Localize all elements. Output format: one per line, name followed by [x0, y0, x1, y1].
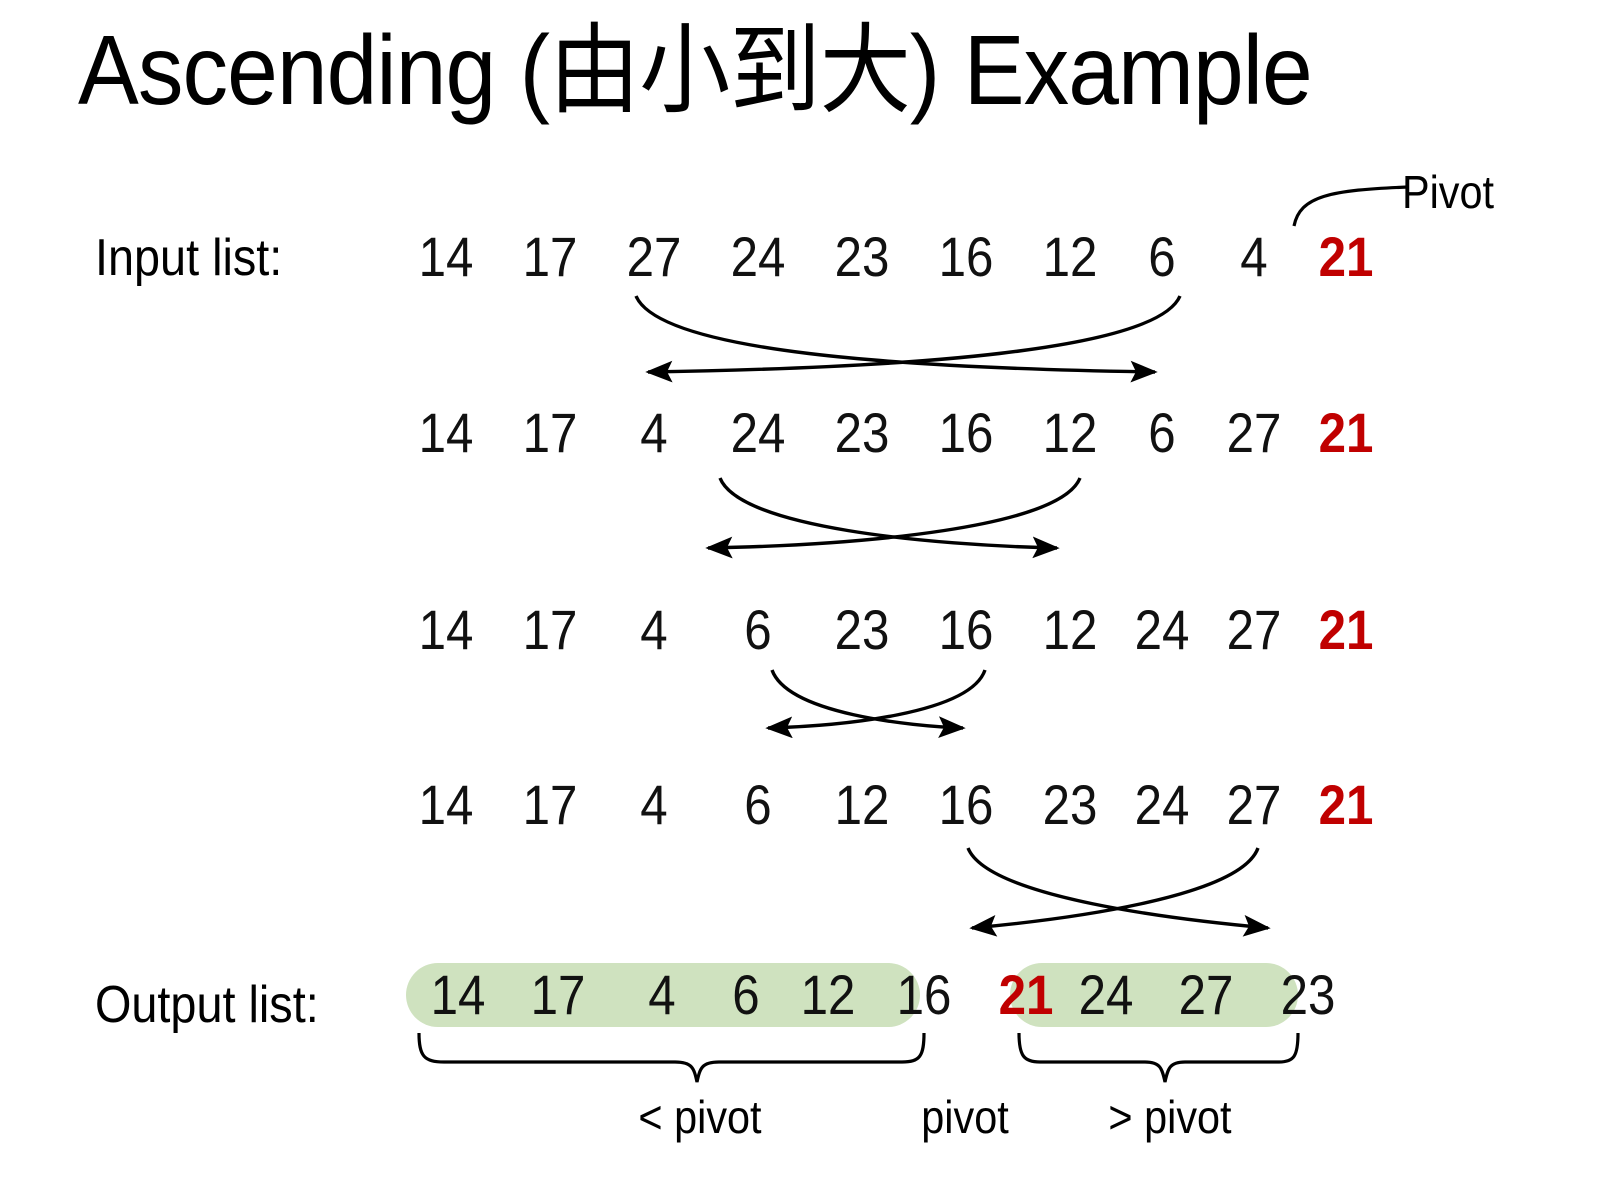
output-left-value: 4 [648, 963, 676, 1026]
list-value: 27 [1226, 401, 1282, 464]
list-value: 27 [626, 225, 682, 288]
list-value: 23 [834, 598, 890, 661]
list-value: 17 [522, 598, 578, 661]
list-value: 6 [744, 773, 772, 836]
list-value: 12 [1042, 401, 1098, 464]
caption-less-than-pivot: < pivot [638, 1091, 762, 1143]
list-value: 23 [1042, 773, 1098, 836]
swap-arrow-2-right [718, 477, 1060, 559]
output-pivot-value: 21 [998, 963, 1054, 1026]
list-value: 23 [834, 225, 890, 288]
list-value: 17 [522, 401, 578, 464]
list-value: 27 [1226, 773, 1282, 836]
caption-pivot: pivot [921, 1091, 1009, 1143]
swap-arrow-3-right [770, 669, 966, 738]
caption-greater-than-pivot: > pivot [1108, 1091, 1232, 1143]
list-value: 14 [418, 773, 474, 836]
list-value: 4 [640, 598, 668, 661]
list-value: 14 [418, 225, 474, 288]
swap-arrow-1-left [645, 295, 1182, 383]
swap-arrow-4-left [969, 847, 1260, 937]
output-list-label: Output list: [95, 976, 319, 1034]
pivot-leader-line [1292, 185, 1409, 227]
output-left-value: 16 [896, 963, 952, 1026]
list-value: 12 [1042, 225, 1098, 288]
list-value: 14 [418, 401, 474, 464]
list-value: 24 [1134, 773, 1190, 836]
brace-less-than-pivot [417, 1032, 926, 1083]
output-left-value: 12 [800, 963, 856, 1026]
pivot-callout-label: Pivot [1402, 166, 1495, 218]
output-right-value: 27 [1178, 963, 1234, 1026]
list-value: 27 [1226, 598, 1282, 661]
list-value: 16 [938, 773, 994, 836]
list-value: 16 [938, 401, 994, 464]
list-value: 23 [834, 401, 890, 464]
input-list-label: Input list: [95, 229, 283, 287]
pivot-value: 21 [1318, 773, 1374, 836]
brace-greater-than-pivot [1017, 1032, 1300, 1083]
page-title: Ascending (由小到大) Example [78, 15, 1313, 125]
list-value: 4 [640, 401, 668, 464]
output-left-group-highlight [406, 963, 920, 1027]
output-right-group-highlight [1010, 963, 1298, 1027]
swap-arrow-2-left [705, 477, 1082, 559]
pivot-value: 21 [1318, 598, 1374, 661]
output-right-value: 23 [1280, 963, 1336, 1026]
list-value: 14 [418, 598, 474, 661]
list-value: 16 [938, 225, 994, 288]
list-value: 24 [1134, 598, 1190, 661]
list-value: 4 [1240, 225, 1268, 288]
swap-arrow-4-right [966, 847, 1271, 937]
output-right-value: 24 [1078, 963, 1134, 1026]
swap-arrow-3-left [765, 669, 987, 739]
pivot-value: 21 [1318, 401, 1374, 464]
list-value: 17 [522, 773, 578, 836]
list-value: 12 [1042, 598, 1098, 661]
list-value: 24 [730, 401, 786, 464]
list-value: 6 [744, 598, 772, 661]
output-left-value: 17 [530, 963, 586, 1026]
swap-arrow-1-right [634, 295, 1158, 383]
list-value: 17 [522, 225, 578, 288]
list-value: 6 [1148, 401, 1176, 464]
list-value: 24 [730, 225, 786, 288]
list-value: 4 [640, 773, 668, 836]
list-value: 16 [938, 598, 994, 661]
list-value: 12 [834, 773, 890, 836]
output-left-value: 6 [732, 963, 760, 1026]
pivot-value: 21 [1318, 225, 1374, 288]
list-value: 6 [1148, 225, 1176, 288]
output-left-value: 14 [430, 963, 486, 1026]
